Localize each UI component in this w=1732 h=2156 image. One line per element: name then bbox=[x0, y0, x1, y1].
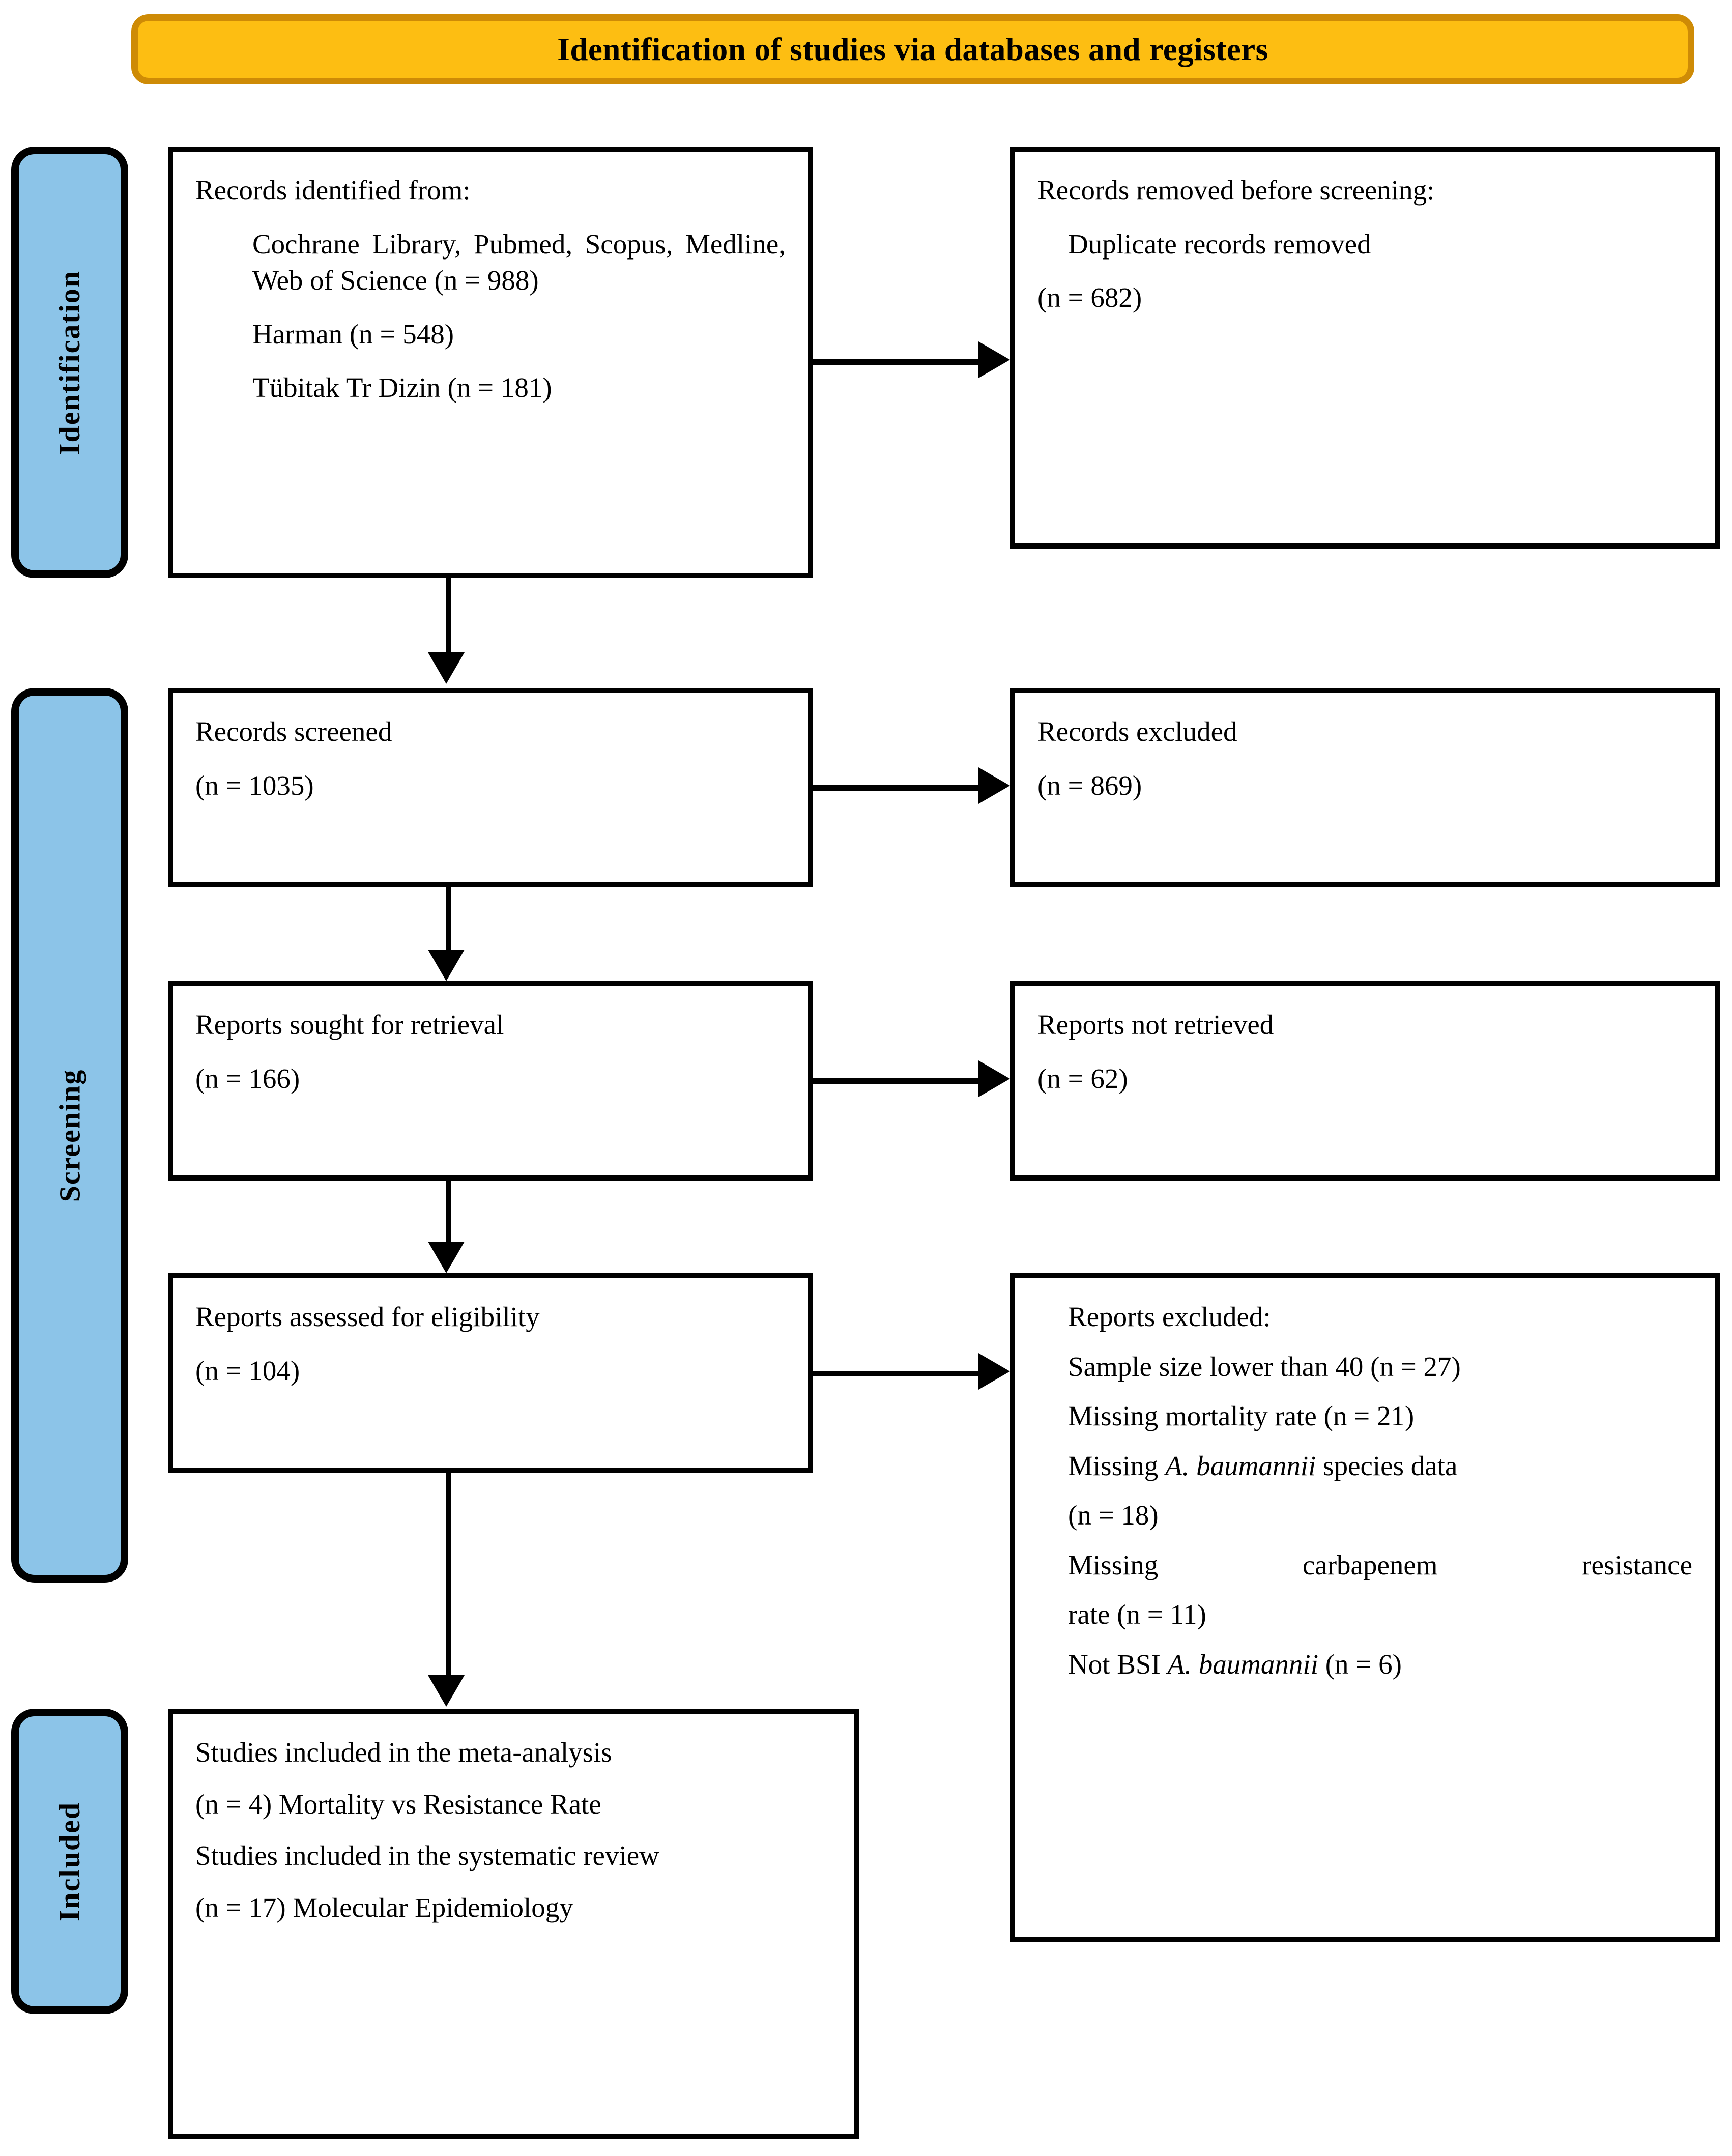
stage-tab-identification: Identification bbox=[11, 147, 128, 578]
diagram-title-banner: Identification of studies via databases … bbox=[131, 14, 1694, 84]
records-identified-source-tubitak: Tübitak Tr Dizin (n = 181) bbox=[252, 372, 552, 403]
not-bsi-pre: Not BSI bbox=[1068, 1648, 1168, 1680]
arrow-identified-to-removed-line bbox=[813, 359, 981, 365]
reports-excluded-reason-not-bsi: Not BSI A. baumannii (n = 6) bbox=[1037, 1646, 1692, 1683]
studies-included-meta-label: Studies included in the meta-analysis bbox=[195, 1737, 612, 1768]
arrow-sought-to-assessed-line bbox=[446, 1181, 451, 1243]
reports-excluded-reason-species-count: (n = 18) bbox=[1068, 1500, 1159, 1531]
stage-tab-included: Included bbox=[11, 1709, 128, 2014]
records-removed-reason: Duplicate records removed bbox=[1068, 228, 1371, 260]
studies-included-review-count: (n = 17) Molecular Epidemiology bbox=[195, 1891, 573, 1923]
arrow-identified-to-screened-line bbox=[446, 578, 451, 654]
stage-tab-identification-label: Identification bbox=[53, 270, 86, 455]
arrow-assessed-to-included-line bbox=[446, 1473, 451, 1676]
species-reason-italic: A. baumannii bbox=[1165, 1450, 1316, 1481]
reports-excluded-reason-carbapenem: Missing carbapenem resistance bbox=[1068, 1549, 1692, 1580]
records-excluded-label: Records excluded bbox=[1037, 716, 1237, 747]
box-reports-assessed: Reports assessed for eligibility (n = 10… bbox=[168, 1273, 813, 1473]
arrow-sought-to-notretrieved-head bbox=[978, 1060, 1010, 1097]
species-reason-post: species data bbox=[1316, 1450, 1458, 1481]
reports-assessed-count: (n = 104) bbox=[195, 1355, 300, 1386]
box-records-screened: Records screened (n = 1035) bbox=[168, 688, 813, 887]
arrow-screened-to-excluded-head bbox=[978, 767, 1010, 804]
studies-included-meta-count: (n = 4) Mortality vs Resistance Rate bbox=[195, 1788, 601, 1820]
not-bsi-post: (n = 6) bbox=[1318, 1648, 1402, 1680]
stage-tab-screening-label: Screening bbox=[53, 1069, 86, 1202]
records-screened-count: (n = 1035) bbox=[195, 769, 314, 801]
records-identified-source-harman: Harman (n = 548) bbox=[252, 318, 454, 350]
reports-sought-label: Reports sought for retrieval bbox=[195, 1009, 504, 1040]
reports-not-retrieved-label: Reports not retrieved bbox=[1037, 1009, 1274, 1040]
reports-excluded-reason-mortality: Missing mortality rate (n = 21) bbox=[1068, 1400, 1415, 1431]
records-screened-label: Records screened bbox=[195, 716, 392, 747]
arrow-screened-to-excluded-line bbox=[813, 785, 981, 791]
box-records-identified: Records identified from: Cochrane Librar… bbox=[168, 147, 813, 578]
records-identified-heading: Records identified from: bbox=[195, 175, 471, 206]
reports-excluded-reason-carbapenem-count: rate (n = 11) bbox=[1068, 1599, 1206, 1630]
records-removed-count: (n = 682) bbox=[1037, 282, 1142, 313]
records-removed-heading: Records removed before screening: bbox=[1037, 175, 1435, 206]
stage-tab-screening: Screening bbox=[11, 688, 128, 1583]
reports-excluded-heading: Reports excluded: bbox=[1068, 1301, 1271, 1332]
reports-excluded-reason-species: Missing A. baumannii species data bbox=[1037, 1448, 1692, 1484]
box-reports-not-retrieved: Reports not retrieved (n = 62) bbox=[1010, 981, 1720, 1181]
box-studies-included: Studies included in the meta-analysis (n… bbox=[168, 1709, 859, 2139]
arrow-assessed-to-repexcluded-head bbox=[978, 1353, 1010, 1390]
box-reports-sought: Reports sought for retrieval (n = 166) bbox=[168, 981, 813, 1181]
reports-sought-count: (n = 166) bbox=[195, 1062, 300, 1094]
stage-tab-included-label: Included bbox=[53, 1801, 86, 1921]
arrow-identified-to-removed-head bbox=[978, 341, 1010, 378]
not-bsi-italic: A. baumannii bbox=[1167, 1648, 1318, 1680]
species-reason-pre: Missing bbox=[1068, 1450, 1166, 1481]
diagram-title: Identification of studies via databases … bbox=[557, 31, 1268, 67]
arrow-screened-to-sought-head bbox=[428, 950, 465, 981]
records-identified-source-databases: Cochrane Library, Pubmed, Scopus, Medlin… bbox=[252, 228, 786, 296]
box-reports-excluded: Reports excluded: Sample size lower than… bbox=[1010, 1273, 1720, 1942]
studies-included-review-label: Studies included in the systematic revie… bbox=[195, 1840, 659, 1871]
arrow-sought-to-notretrieved-line bbox=[813, 1078, 981, 1084]
arrow-identified-to-screened-head bbox=[428, 652, 465, 684]
arrow-screened-to-sought-line bbox=[446, 887, 451, 951]
reports-excluded-reason-sample-size: Sample size lower than 40 (n = 27) bbox=[1068, 1350, 1461, 1382]
reports-assessed-label: Reports assessed for eligibility bbox=[195, 1301, 540, 1332]
arrow-assessed-to-repexcluded-line bbox=[813, 1371, 981, 1376]
arrow-sought-to-assessed-head bbox=[428, 1242, 465, 1273]
box-records-excluded: Records excluded (n = 869) bbox=[1010, 688, 1720, 887]
records-excluded-count: (n = 869) bbox=[1037, 769, 1142, 801]
reports-not-retrieved-count: (n = 62) bbox=[1037, 1062, 1128, 1094]
box-records-removed: Records removed before screening: Duplic… bbox=[1010, 147, 1720, 549]
arrow-assessed-to-included-head bbox=[428, 1675, 465, 1707]
